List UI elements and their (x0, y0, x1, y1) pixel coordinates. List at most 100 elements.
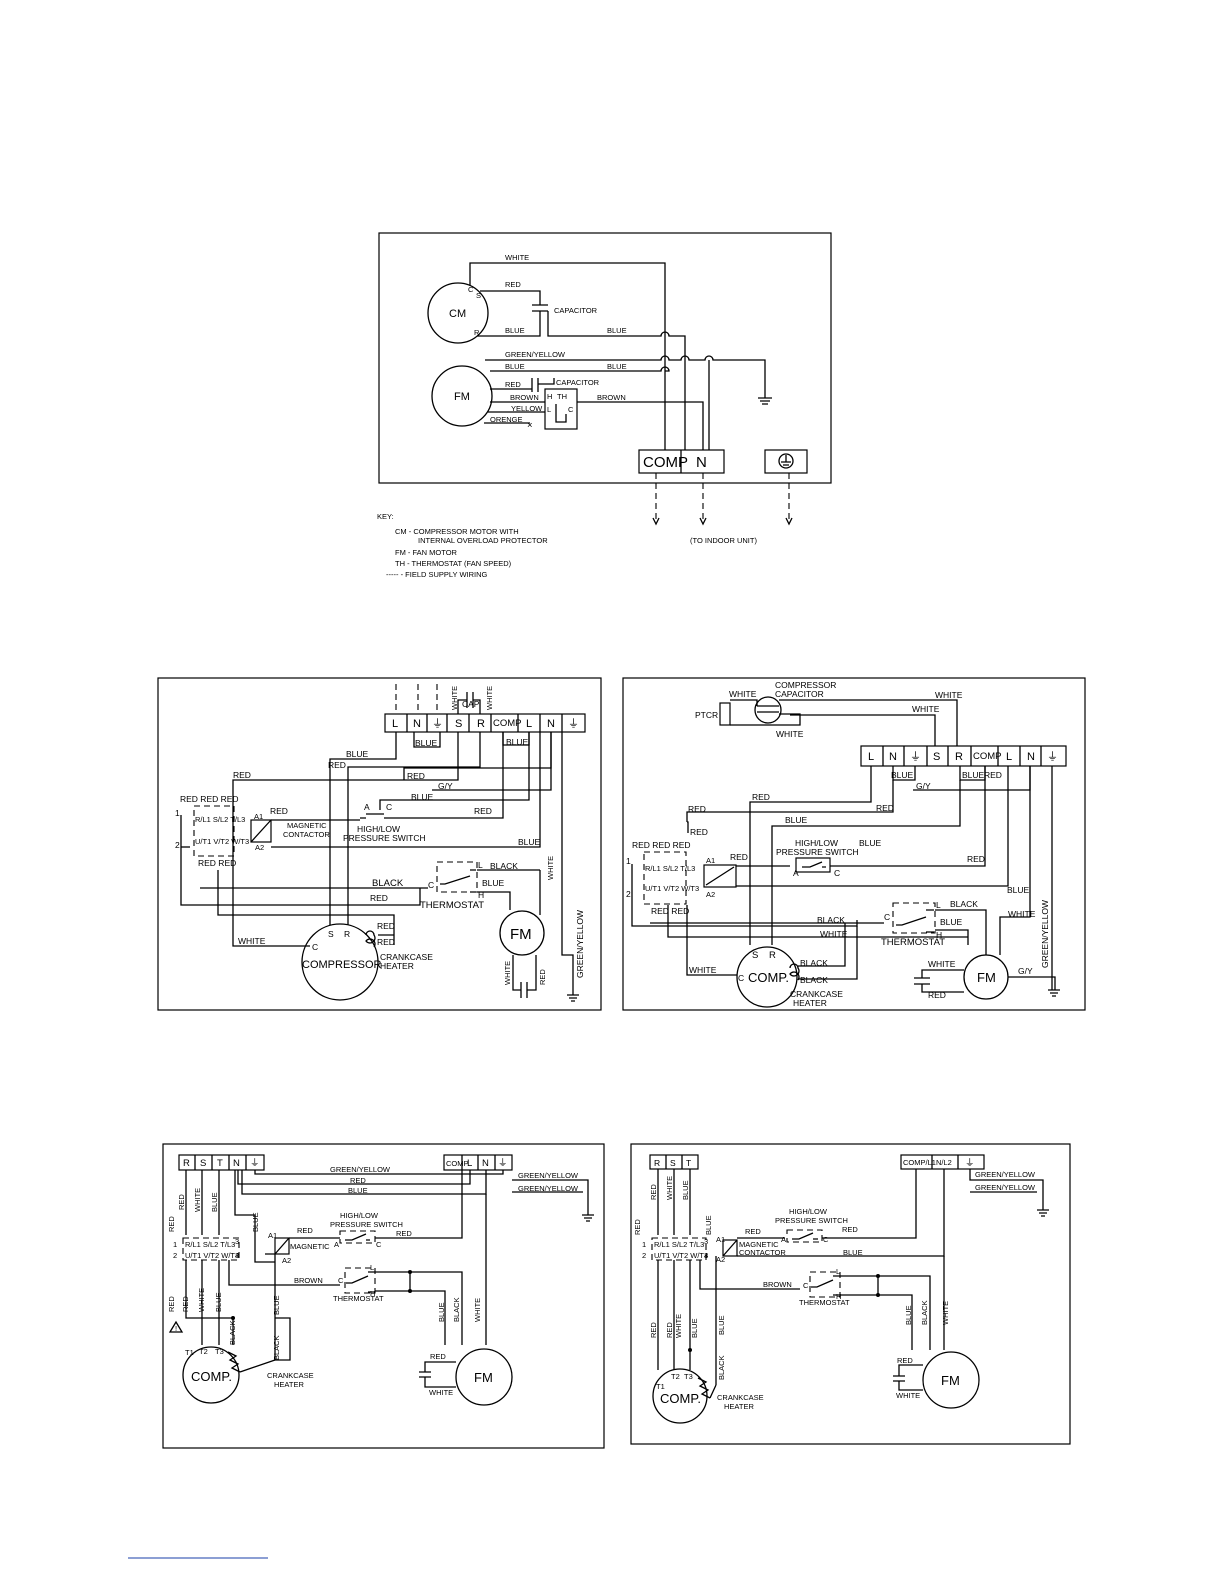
br-t3: T3 (684, 1372, 693, 1381)
ml-term-ground-icon: ⏚ (432, 717, 443, 730)
ml-thermostat-label: THERMOSTAT (420, 900, 484, 911)
cm-pin-r: R (474, 328, 480, 337)
wire-red (480, 290, 541, 305)
bl-term-l: L (467, 1158, 472, 1169)
ml-wire-blue-a (329, 732, 397, 925)
ml-term-comp: COMP (493, 718, 522, 729)
mr-ptcr-label: PTCR (695, 710, 718, 720)
ml-red-h: RED (377, 937, 395, 947)
ml-white-fm: WHITE (503, 961, 512, 985)
ml-blue-b: BLUE (415, 738, 438, 748)
mr-ptcr-symbol (719, 702, 731, 726)
br-crankcase-heater (697, 1377, 717, 1399)
br-blue-v2: BLUE (704, 1215, 713, 1235)
to-indoor-unit-label: (TO INDOOR UNIT) (690, 536, 757, 545)
ml-pressure2: PRESSURE SWITCH (343, 833, 426, 843)
cm-label: CM (449, 308, 466, 320)
key-cm-line2: INTERNAL OVERLOAD PROTECTOR (418, 536, 548, 545)
ml-comp-s: S (328, 929, 334, 939)
bl-crankcase2: HEATER (274, 1380, 304, 1389)
bl-term-n2: N (482, 1158, 489, 1169)
mr-a2: A2 (706, 890, 715, 899)
bl-red-v: RED (177, 1194, 186, 1210)
label-yellow: YELLOW (511, 404, 543, 413)
br-term-r: R (654, 1158, 660, 1168)
mr-thermostat-label: THERMOSTAT (881, 937, 945, 948)
mr-thermostat-box (892, 902, 936, 934)
mr-black-c: BLACK (800, 958, 828, 968)
fan-motor-symbol (431, 365, 493, 427)
thermostat-fan-speed (544, 388, 578, 430)
bl-warning-mark: ! (175, 1324, 177, 1333)
mr-blue-f: BLUE (940, 917, 963, 927)
mr-blue-e: BLUE (1007, 885, 1030, 895)
bl-th-l: L (370, 1263, 374, 1272)
ml-crankcase2: HEATER (380, 961, 414, 971)
mr-contacts-bot: U/T1 V/T2 W/T3 (645, 884, 699, 893)
mr-c: C (834, 868, 840, 878)
br-crankcase1: CRANKCASE (717, 1393, 764, 1402)
br-blue-fm: BLUE (904, 1305, 913, 1325)
fm-label: FM (454, 391, 470, 403)
mr-white-h: WHITE (928, 959, 956, 969)
mr-green-yellow: GREEN/YELLOW (1040, 900, 1050, 968)
mr-terminal-strip (860, 745, 1067, 767)
ml-blue-a: BLUE (346, 749, 369, 759)
ml-term-ground2-icon: ⏚ (568, 717, 579, 730)
ml-white-b: WHITE (485, 686, 494, 710)
th-pin-l: L (547, 405, 551, 414)
mr-white-e: WHITE (820, 929, 848, 939)
ml-red-f: RED (370, 893, 388, 903)
br-contactor2: CONTACTOR (739, 1248, 786, 1257)
ml-fm-capacitor (512, 955, 537, 998)
ml-red-fm: RED (538, 969, 547, 985)
field-supply-wiring (655, 473, 790, 523)
bl-n2: 2 (173, 1251, 177, 1260)
ml-cap-symbol (457, 692, 481, 714)
top-wiring-diagram: CM C S R WHITE RED CAPACITOR BLUE BLUE F… (377, 232, 832, 579)
bl-t1: T1 (185, 1348, 194, 1357)
ml-contactor-label2: CONTACTOR (283, 830, 330, 839)
ml-fan-motor-symbol (499, 910, 545, 956)
mr-term-l: L (868, 751, 874, 763)
br-n2: 2 (642, 1251, 646, 1260)
mr-fm-label: FM (977, 970, 996, 985)
mr-pressure1: HIGH/LOW (795, 838, 838, 848)
br-brown: BROWN (763, 1280, 792, 1289)
br-term-t: T (686, 1158, 691, 1168)
bl-term-t: T (217, 1158, 223, 1169)
br-white-fm: WHITE (941, 1301, 950, 1325)
mr-th-l: L (936, 900, 941, 910)
br-thermostat-label: THERMOSTAT (799, 1298, 850, 1307)
bl-gy-c: GREEN/YELLOW (518, 1184, 579, 1193)
ml-th-h: H (478, 890, 484, 900)
bl-fm-label: FM (474, 1370, 493, 1385)
bot-left-frame (162, 1143, 605, 1449)
mr-reds-bot: RED RED (651, 906, 689, 916)
mr-red-e: RED (690, 827, 708, 837)
bl-red-a: RED (350, 1176, 366, 1185)
label-red-2: RED (505, 380, 521, 389)
mr-white-d: WHITE (912, 704, 940, 714)
mr-fm-capacitor (914, 969, 964, 993)
br-white-v2: WHITE (674, 1314, 683, 1338)
bl-gy-b: GREEN/YELLOW (518, 1171, 579, 1180)
ml-cap-label: CAP (462, 699, 480, 709)
bl-compressor-symbol (182, 1346, 240, 1404)
bl-n1: 1 (173, 1240, 177, 1249)
br-blue-b: BLUE (843, 1248, 863, 1257)
br-thermostat-box (809, 1271, 841, 1298)
ml-white-comp: WHITE (238, 936, 266, 946)
ml-blue-f: BLUE (482, 878, 505, 888)
bl-blue-v: BLUE (210, 1192, 219, 1212)
th-contact (555, 404, 567, 423)
br-th-c: C (803, 1281, 809, 1290)
mid-left-frame (157, 677, 602, 1011)
mr-comp-s: S (752, 950, 758, 961)
wire-blue-cm (477, 311, 541, 337)
br-a2: A2 (716, 1255, 725, 1264)
br-term-ground-icon: ⏚ (965, 1158, 975, 1169)
ml-red-b: RED (233, 770, 251, 780)
bl-blue-a: BLUE (348, 1186, 368, 1195)
